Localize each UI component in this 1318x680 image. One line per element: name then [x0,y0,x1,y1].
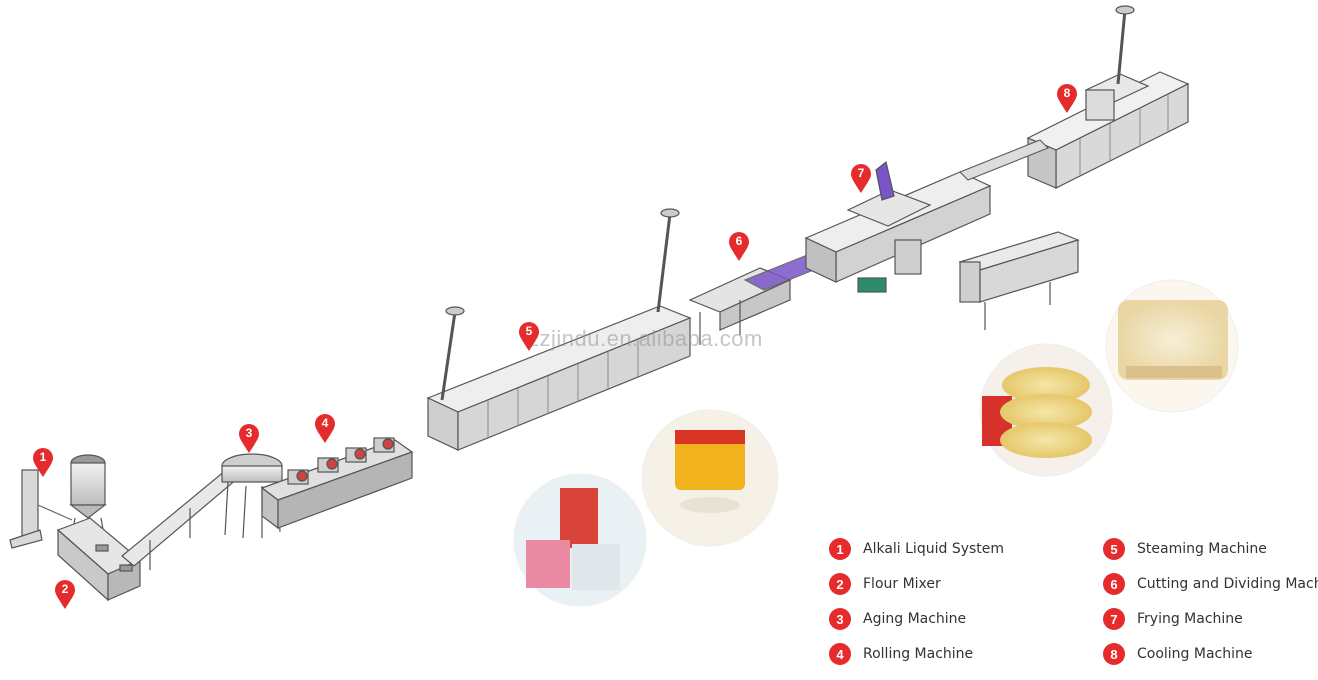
legend-label: Flour Mixer [863,576,941,592]
marker-8: 8 [1056,84,1078,114]
marker-number: 3 [245,426,253,440]
marker-6: 6 [728,232,750,262]
legend-item: 8 Cooling Machine [1103,642,1253,666]
rolling-machine [260,437,414,530]
legend-number: 7 [1103,608,1125,630]
legend-number: 6 [1103,573,1125,595]
transfer-conveyor [959,139,1049,181]
legend-label: Cutting and Dividing Machine [1137,576,1318,592]
round-noodle-cakes-photo [979,343,1113,477]
legend-label: Alkali Liquid System [863,541,1005,557]
legend-item: 7 Frying Machine [1103,607,1243,631]
marker-number: 4 [321,416,329,430]
marker-number: 5 [525,324,533,338]
square-noodle-cakes-photo [1105,279,1239,413]
marker-number: 2 [61,582,69,596]
legend-label: Steaming Machine [1137,541,1267,557]
watermark: zzjindu.en.alibaba.com [528,326,763,351]
legend-label: Rolling Machine [863,646,974,662]
legend-label: Cooling Machine [1137,646,1253,662]
legend-number: 1 [829,538,851,560]
oil-tank [958,231,1080,330]
legend-number: 8 [1103,643,1125,665]
marker-number: 1 [39,450,47,464]
legend-item: 4 Rolling Machine [829,642,973,666]
marker-7: 7 [850,164,872,194]
legend-number: 4 [829,643,851,665]
alkali-liquid-system [9,454,107,549]
steaming-machine [426,208,692,451]
legend-item: 5 Steaming Machine [1103,537,1267,561]
legend-item: 1 Alkali Liquid System [829,537,1004,561]
marker-4: 4 [314,414,336,444]
legend-label: Frying Machine [1137,611,1243,627]
frying-machine [804,160,992,293]
legend-label: Aging Machine [863,611,967,627]
marker-number: 7 [857,166,865,180]
marker-3: 3 [238,424,260,454]
cooling-machine [1026,5,1190,189]
cup-noodle-photo [641,409,779,547]
marker-1: 1 [32,448,54,478]
marker-number: 8 [1063,86,1071,100]
flour-mixer [56,517,142,602]
legend-item: 2 Flour Mixer [829,572,941,596]
marker-2: 2 [54,580,76,610]
legend-number: 2 [829,573,851,595]
marker-5: 5 [518,322,540,352]
incline-conveyor [121,469,239,570]
legend-item: 3 Aging Machine [829,607,966,631]
legend-number: 3 [829,608,851,630]
legend-item: 6 Cutting and Dividing Machine [1103,572,1318,596]
legend-number: 5 [1103,538,1125,560]
marker-number: 6 [735,234,743,248]
packaged-noodles-photo [513,473,647,607]
